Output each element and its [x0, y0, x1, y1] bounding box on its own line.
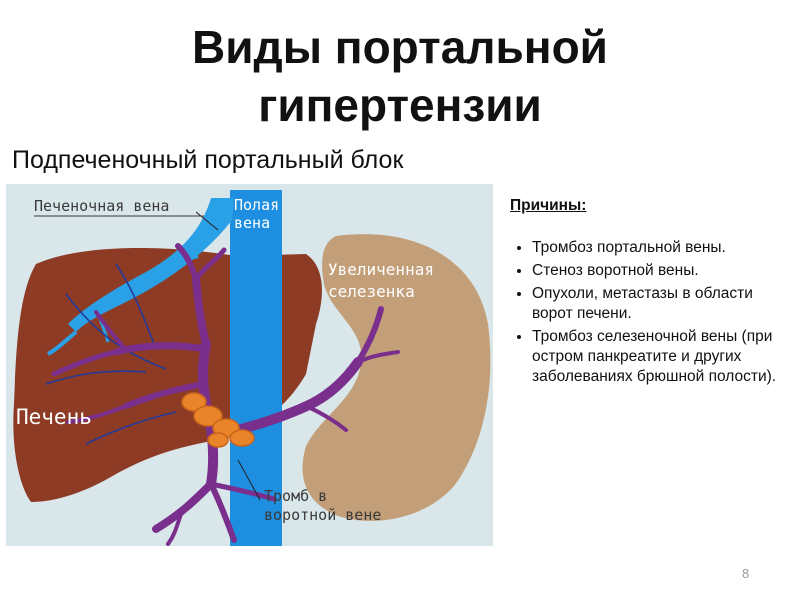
spleen-shape	[302, 234, 491, 521]
label-vena-cava-line-1: Полая	[234, 196, 279, 214]
thrombus	[181, 392, 255, 448]
vena-cava	[230, 190, 282, 546]
label-spleen-line-2: селезенка	[328, 282, 415, 301]
label-thrombus-line-1: Тромб в	[264, 487, 327, 505]
slide-title-line-1: Виды портальной	[192, 21, 608, 73]
hepatic-vein	[47, 198, 234, 356]
cause-item: Опухоли, метастазы в области ворот печен…	[532, 284, 780, 324]
cause-item: Стеноз воротной вены.	[532, 261, 780, 281]
leader-lines	[195, 211, 261, 501]
page-number: 8	[742, 566, 750, 581]
slide-title: Виды портальной гипертензии	[0, 18, 800, 134]
label-spleen-line-1: Увеличенная	[328, 260, 434, 279]
causes-panel: Причины: Тромбоз портальной вены. Стеноз…	[510, 196, 780, 390]
label-liver: Печень	[16, 405, 92, 429]
label-hepatic-vein: Печеночная вена	[34, 197, 169, 215]
label-vena-cava-line-2: вена	[234, 214, 270, 232]
slide-title-line-2: гипертензии	[258, 79, 542, 131]
slide-subtitle: Подпеченочный портальный блок	[12, 146, 404, 174]
cause-item: Тромбоз селезеночной вены (при остром па…	[532, 327, 780, 387]
portal-block-diagram: Печеночная вена Полая вена Увеличенная с…	[6, 184, 493, 546]
causes-list: Тромбоз портальной вены. Стеноз воротной…	[510, 238, 780, 387]
portal-vein	[51, 243, 400, 546]
causes-heading: Причины:	[510, 197, 587, 214]
label-thrombus-line-2: воротной вене	[264, 506, 381, 524]
cause-item: Тромбоз портальной вены.	[532, 238, 780, 258]
